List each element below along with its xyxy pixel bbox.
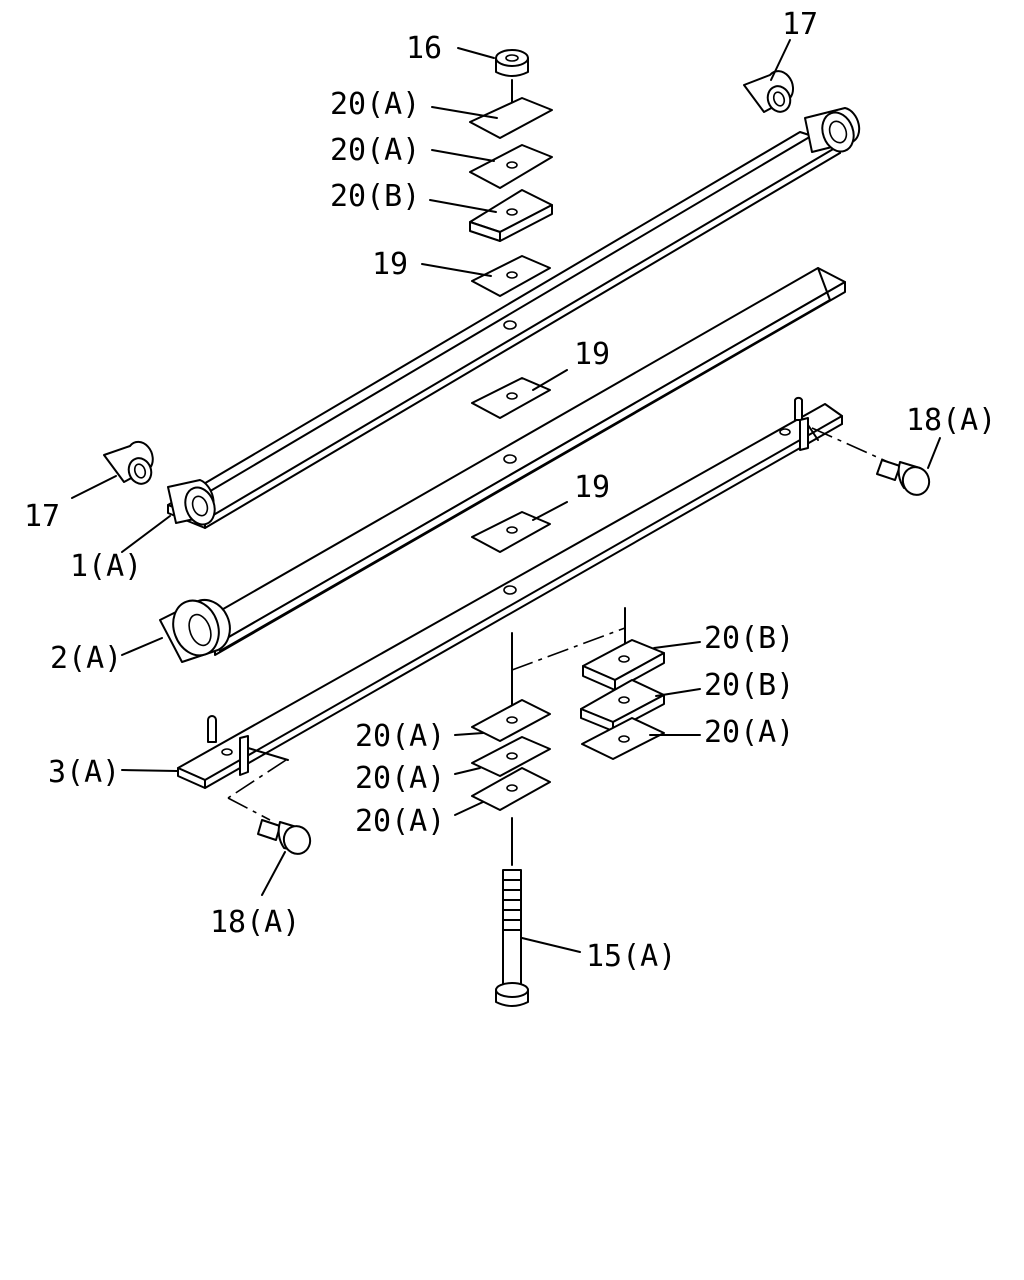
label-20a-center-3: 20(A): [355, 804, 445, 839]
label-19-middle: 19: [574, 337, 610, 372]
label-20b-right-2: 20(B): [704, 668, 794, 703]
bolt-18a-right: [811, 427, 931, 496]
label-17-left: 17: [24, 499, 60, 534]
callout-labels: 16 17 20(A) 20(A) 20(B) 19 19 19 18(A) 1…: [24, 7, 996, 974]
label-16: 16: [406, 31, 442, 66]
shim-20b-top: [469, 189, 553, 242]
label-15a: 15(A): [586, 939, 676, 974]
label-20b-top: 20(B): [330, 179, 420, 214]
shim-20b-right-1: [582, 639, 665, 691]
label-18a-bottom: 18(A): [210, 905, 300, 940]
main-leaf-1a: [167, 107, 861, 529]
bushing-17-top: [743, 70, 795, 113]
label-20a-right-3: 20(A): [704, 715, 794, 750]
shim-20a-right: [581, 717, 665, 760]
label-3a: 3(A): [48, 755, 120, 790]
shim-20a-top-2: [469, 144, 553, 189]
third-leaf-3a: [177, 396, 843, 789]
bolt-18a-bottom: [227, 759, 312, 855]
shim-20a-top-1: [469, 97, 553, 139]
shim-20a-center-1: [471, 699, 551, 742]
center-bolt-15a: [495, 869, 529, 1007]
shim-20a-center-2: [471, 736, 551, 777]
label-19-lower: 19: [574, 470, 610, 505]
label-18a-right: 18(A): [906, 403, 996, 438]
bushing-17-left: [103, 440, 154, 485]
label-2a: 2(A): [50, 641, 122, 676]
label-20a-top-2: 20(A): [330, 133, 420, 168]
nut-16: [495, 49, 529, 116]
label-20a-center-2: 20(A): [355, 761, 445, 796]
label-20a-center-1: 20(A): [355, 719, 445, 754]
label-20a-top-1: 20(A): [330, 87, 420, 122]
pad-19-middle: [471, 377, 551, 419]
label-20b-right-1: 20(B): [704, 621, 794, 656]
label-19-top: 19: [372, 247, 408, 282]
shim-20a-center-3: [471, 767, 551, 811]
pad-19-top: [471, 255, 551, 297]
leader-lines: [71, 39, 941, 953]
label-1a: 1(A): [70, 549, 142, 584]
label-17-top: 17: [782, 7, 818, 42]
pad-19-lower: [471, 511, 551, 553]
second-leaf-2a: [159, 267, 846, 663]
